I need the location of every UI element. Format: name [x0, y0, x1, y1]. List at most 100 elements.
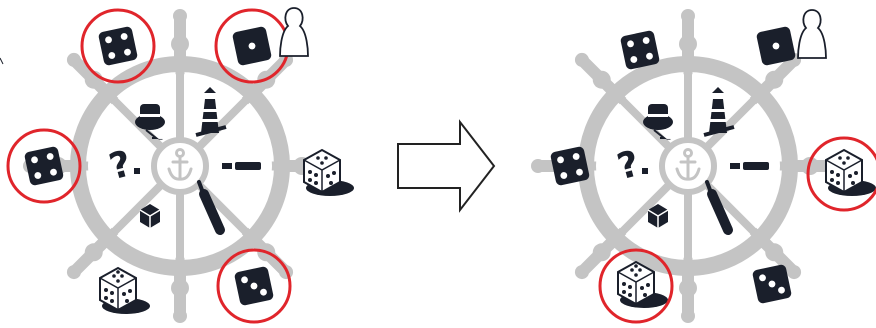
anchor-icon: [675, 148, 701, 181]
die-pip: [124, 48, 131, 56]
anchor-icon: [167, 148, 193, 181]
die-pip: [50, 168, 57, 176]
ship-wheel: [531, 9, 845, 323]
wheel-rim: [70, 56, 290, 276]
die-pip: [622, 282, 626, 286]
die-pip: [308, 170, 312, 174]
die-pip: [640, 286, 644, 290]
dark-die: [752, 264, 792, 304]
die-pip: [622, 290, 626, 294]
light-die: [303, 148, 354, 196]
highlight-circle: [598, 248, 674, 324]
die-pip: [557, 156, 564, 164]
wheel-handle-knob: [84, 243, 103, 262]
wheel-handle-tip: [66, 52, 81, 67]
highlight-circle: [806, 136, 876, 212]
die-pip: [572, 153, 580, 160]
wheel-handle-tip: [173, 9, 187, 23]
die-pip: [646, 283, 650, 287]
highlight-circle: [216, 248, 292, 324]
die-pip: [778, 286, 785, 294]
die-pip: [646, 52, 653, 60]
wheel-handle-tip: [574, 52, 589, 67]
highlight-circle: [80, 8, 156, 84]
highlight-circle: [6, 128, 82, 204]
die-pip: [324, 156, 328, 160]
die-pip: [250, 282, 258, 290]
spyglass-icon: [730, 162, 769, 170]
arrow-right-icon: [397, 119, 496, 213]
wheel-sector-divider: [618, 181, 673, 236]
dark-die: [98, 26, 138, 66]
wheel-handle-tip: [681, 9, 695, 23]
wheel-handle-tip: [681, 309, 695, 323]
die-pip: [104, 288, 108, 292]
pawn-icon: [279, 7, 309, 57]
die-pip: [634, 264, 638, 268]
die-pip: [838, 156, 842, 160]
die-pip: [34, 172, 42, 179]
edge-mark: [0, 57, 4, 65]
die-pip: [108, 52, 116, 59]
die-pip: [772, 42, 780, 50]
die-pip: [46, 153, 54, 160]
dark-die: [234, 266, 274, 306]
wheel-sector-divider: [195, 96, 250, 151]
die-pip: [848, 174, 852, 178]
wheel-handle-tip: [574, 265, 589, 280]
spyglass-icon: [222, 162, 261, 170]
wheel-handle-knob: [679, 35, 697, 53]
wheel-handle-knob: [765, 70, 784, 89]
die-pip: [116, 279, 120, 283]
captain-icon: –: [135, 104, 165, 145]
dark-die: [756, 26, 796, 66]
die-pip: [329, 181, 333, 185]
die-pip: [846, 156, 850, 160]
svg-text:–: –: [666, 134, 671, 145]
die-pip: [638, 268, 642, 272]
die-pip: [642, 37, 650, 44]
wheel-handle-knob: [679, 279, 697, 297]
die-pip: [630, 268, 634, 272]
die-pip: [31, 156, 38, 164]
wheel-handle-tip: [787, 265, 802, 280]
light-die: [99, 266, 150, 314]
die-pip: [104, 296, 108, 300]
die-pip: [116, 270, 120, 274]
die-pip: [830, 170, 834, 174]
die-pip: [125, 299, 129, 303]
die-pip: [628, 293, 632, 297]
dark-die: [620, 30, 660, 70]
lighthouse-icon: [195, 87, 227, 137]
die-pip: [314, 173, 318, 177]
wheel-handle-knob: [592, 243, 611, 262]
die-pip: [260, 288, 267, 296]
die-pip: [316, 156, 320, 160]
die-pip: [248, 42, 256, 50]
wheel-sector-divider: [110, 181, 165, 236]
die-pip: [851, 181, 855, 185]
die-pip: [643, 293, 647, 297]
light-die: [617, 260, 668, 308]
light-die: [825, 148, 876, 196]
crate-icon: [647, 204, 669, 228]
die-pip: [314, 181, 318, 185]
dark-die: [24, 146, 64, 186]
die-pip: [842, 161, 846, 165]
svg-text:–: –: [158, 134, 163, 145]
wheel-handle-tip: [531, 159, 545, 173]
wheel-handle-knob: [171, 279, 189, 297]
crate-icon: [139, 204, 161, 228]
die-pip: [241, 276, 248, 284]
wheel-handle-knob: [592, 70, 611, 89]
die-pip: [830, 178, 834, 182]
die-pip: [326, 174, 330, 178]
die-pip: [628, 285, 632, 289]
die-pip: [122, 292, 126, 296]
die-pip: [332, 171, 336, 175]
wheel-sector-divider: [703, 96, 758, 151]
wheel-handle-tip: [66, 265, 81, 280]
die-pip: [836, 181, 840, 185]
die-pip: [759, 274, 766, 282]
